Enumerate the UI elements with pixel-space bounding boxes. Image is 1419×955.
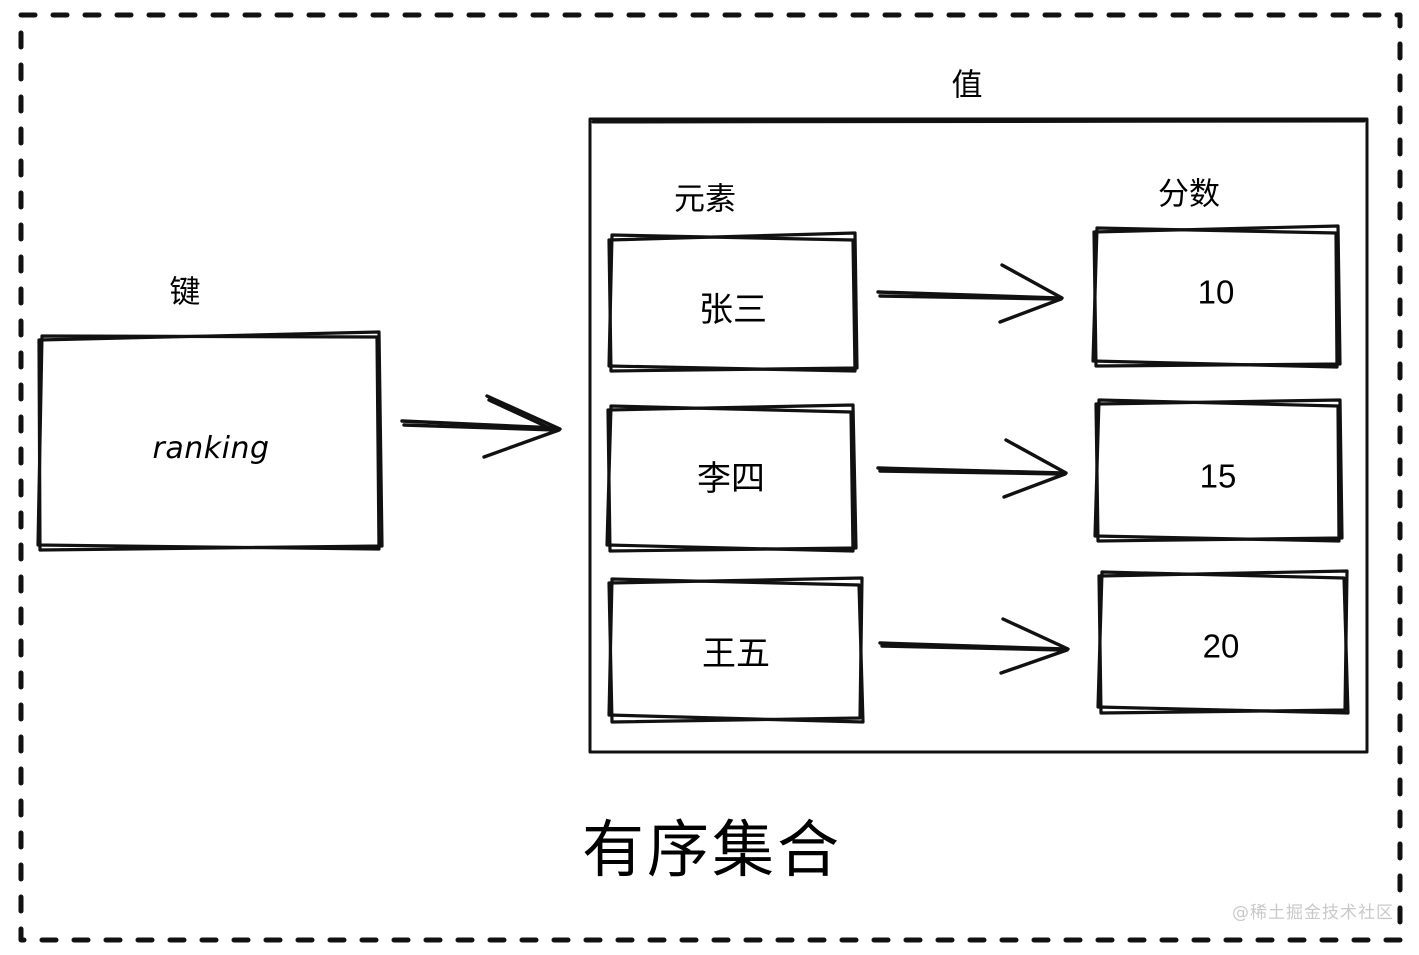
score-cell-1: 10 [1197, 273, 1235, 311]
key-section-label: 键 [169, 274, 201, 311]
diagram-title: 有序集合 [581, 813, 843, 886]
key-box-value: ranking [152, 431, 270, 466]
member-cell-1: 张三 [699, 290, 767, 330]
row-arrow-2-strokes [876, 438, 1068, 499]
score-cell-3: 20 [1202, 627, 1240, 665]
value-section-label: 值 [951, 67, 983, 104]
main-arrow-strokes [400, 394, 562, 459]
row-arrow-1-strokes [876, 263, 1064, 324]
row-arrow-3-strokes [878, 617, 1070, 675]
column-header-score: 分数 [1158, 176, 1220, 213]
member-cell-2: 李四 [697, 459, 765, 499]
score-cell-2: 15 [1199, 457, 1237, 495]
member-cell-3: 王五 [702, 634, 770, 674]
column-header-member: 元素 [674, 181, 736, 218]
watermark: @稀土掘金技术社区 [1232, 903, 1394, 923]
